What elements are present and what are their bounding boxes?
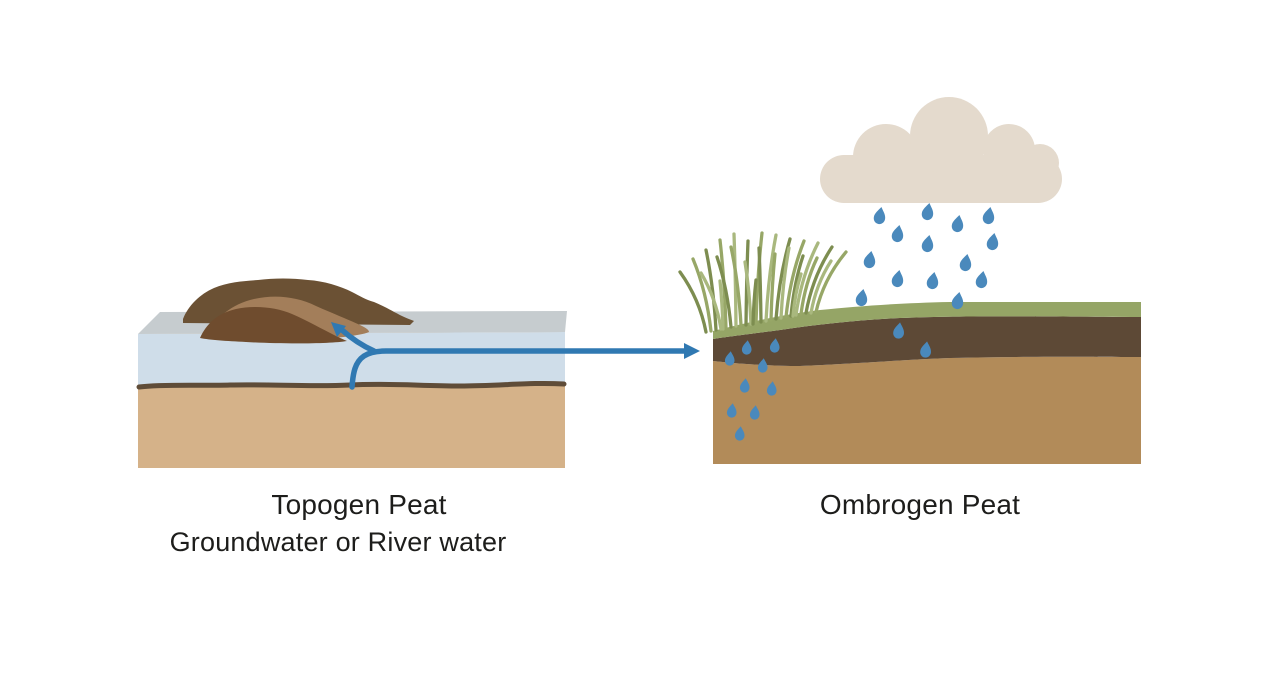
raindrop-icon bbox=[986, 233, 999, 251]
grass-blade bbox=[757, 246, 763, 324]
soil-raindrops-right bbox=[893, 322, 932, 358]
grass-blade bbox=[699, 271, 723, 331]
raindrop-icon bbox=[855, 289, 868, 307]
raindrop-icon bbox=[766, 381, 777, 396]
raindrop-icon bbox=[769, 338, 780, 353]
grass-blade bbox=[814, 250, 848, 314]
raindrop-icon bbox=[734, 426, 745, 441]
raindrop-icon bbox=[975, 271, 988, 289]
grass-blade bbox=[729, 245, 743, 327]
cloud-bump-small bbox=[1021, 144, 1059, 182]
grass-blade bbox=[764, 233, 778, 323]
raindrop-icon bbox=[951, 215, 964, 233]
grass-blade bbox=[791, 272, 803, 318]
grass-blade bbox=[789, 254, 805, 318]
grass-blade bbox=[809, 259, 833, 315]
raindrop-icon bbox=[959, 254, 972, 272]
grass-blade bbox=[774, 237, 792, 321]
ombrogen-block bbox=[678, 231, 1141, 464]
raindrop-icon bbox=[951, 292, 964, 310]
raindrop-icon bbox=[982, 207, 995, 225]
raindrop-icon bbox=[749, 405, 760, 420]
falling-raindrops bbox=[855, 203, 999, 310]
raindrop-icon bbox=[757, 358, 768, 373]
groundwater-flow-arrow bbox=[331, 322, 700, 390]
arrow-branch-line bbox=[339, 327, 377, 354]
grass-blade bbox=[751, 278, 758, 326]
raindrop-icon bbox=[873, 207, 886, 225]
raindrop-icon bbox=[893, 322, 905, 339]
arrow-head-right bbox=[684, 343, 700, 359]
grass-blade bbox=[678, 270, 708, 334]
grass-blade bbox=[794, 241, 820, 317]
ombrogen-peat-layer bbox=[713, 316, 1141, 366]
ombrogen-surface-layer bbox=[713, 302, 1141, 339]
grass-blade bbox=[718, 279, 725, 331]
grass-blade bbox=[779, 246, 791, 320]
rain-cloud bbox=[820, 97, 1062, 203]
cloud-bump-left bbox=[853, 124, 919, 190]
grass-blade bbox=[754, 231, 764, 325]
soil-raindrops-left bbox=[724, 338, 780, 441]
topogen-peat-dome-front bbox=[200, 306, 347, 344]
arrow-head-upleft bbox=[331, 322, 346, 337]
grass-blade bbox=[804, 245, 834, 315]
grass-blade bbox=[799, 256, 819, 316]
arrow-main-line bbox=[349, 348, 691, 390]
grass-blade bbox=[691, 257, 713, 333]
topogen-subtitle: Groundwater or River water bbox=[169, 527, 507, 557]
grass-blade bbox=[715, 255, 733, 329]
grass-blade bbox=[769, 252, 777, 322]
raindrop-icon bbox=[926, 272, 939, 290]
raindrop-icon bbox=[921, 235, 934, 253]
raindrop-icon bbox=[863, 251, 876, 269]
raindrop-icon bbox=[739, 378, 750, 393]
grass-blade bbox=[704, 248, 718, 332]
raindrop-icon bbox=[891, 225, 904, 243]
topogen-block bbox=[136, 278, 567, 468]
topogen-water-layer bbox=[138, 332, 565, 387]
grass-clump bbox=[678, 231, 848, 334]
raindrop-icon bbox=[726, 403, 737, 418]
raindrop-icon bbox=[921, 203, 934, 221]
grass-blade bbox=[743, 260, 753, 326]
topogen-title: Topogen Peat bbox=[271, 489, 447, 520]
ombrogen-title: Ombrogen Peat bbox=[819, 489, 1021, 520]
ombrogen-subsoil-layer bbox=[713, 356, 1141, 464]
raindrop-icon bbox=[741, 340, 752, 355]
grass-blade bbox=[784, 239, 806, 319]
raindrop-icon bbox=[724, 351, 735, 366]
raindrop-icon bbox=[920, 341, 932, 358]
raindrop-icon bbox=[891, 270, 904, 288]
cloud-bump-big bbox=[910, 97, 988, 175]
